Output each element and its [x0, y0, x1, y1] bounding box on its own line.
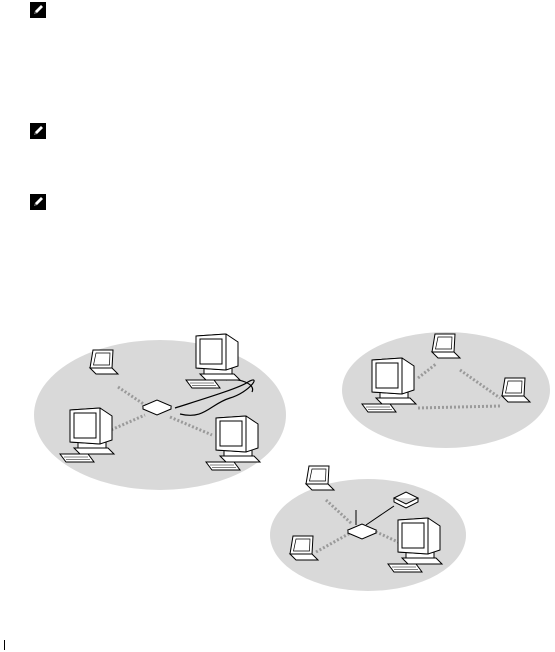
wireless-network-with-access-point — [270, 465, 466, 591]
network-illustration — [34, 332, 550, 591]
ad-hoc-network — [342, 332, 550, 448]
note-pencil-icon — [30, 194, 46, 210]
note-pencil-icon — [30, 123, 46, 139]
wireless-network-with-router — [34, 333, 286, 490]
note-pencil-icon — [30, 2, 46, 18]
margin-mark — [4, 640, 5, 650]
